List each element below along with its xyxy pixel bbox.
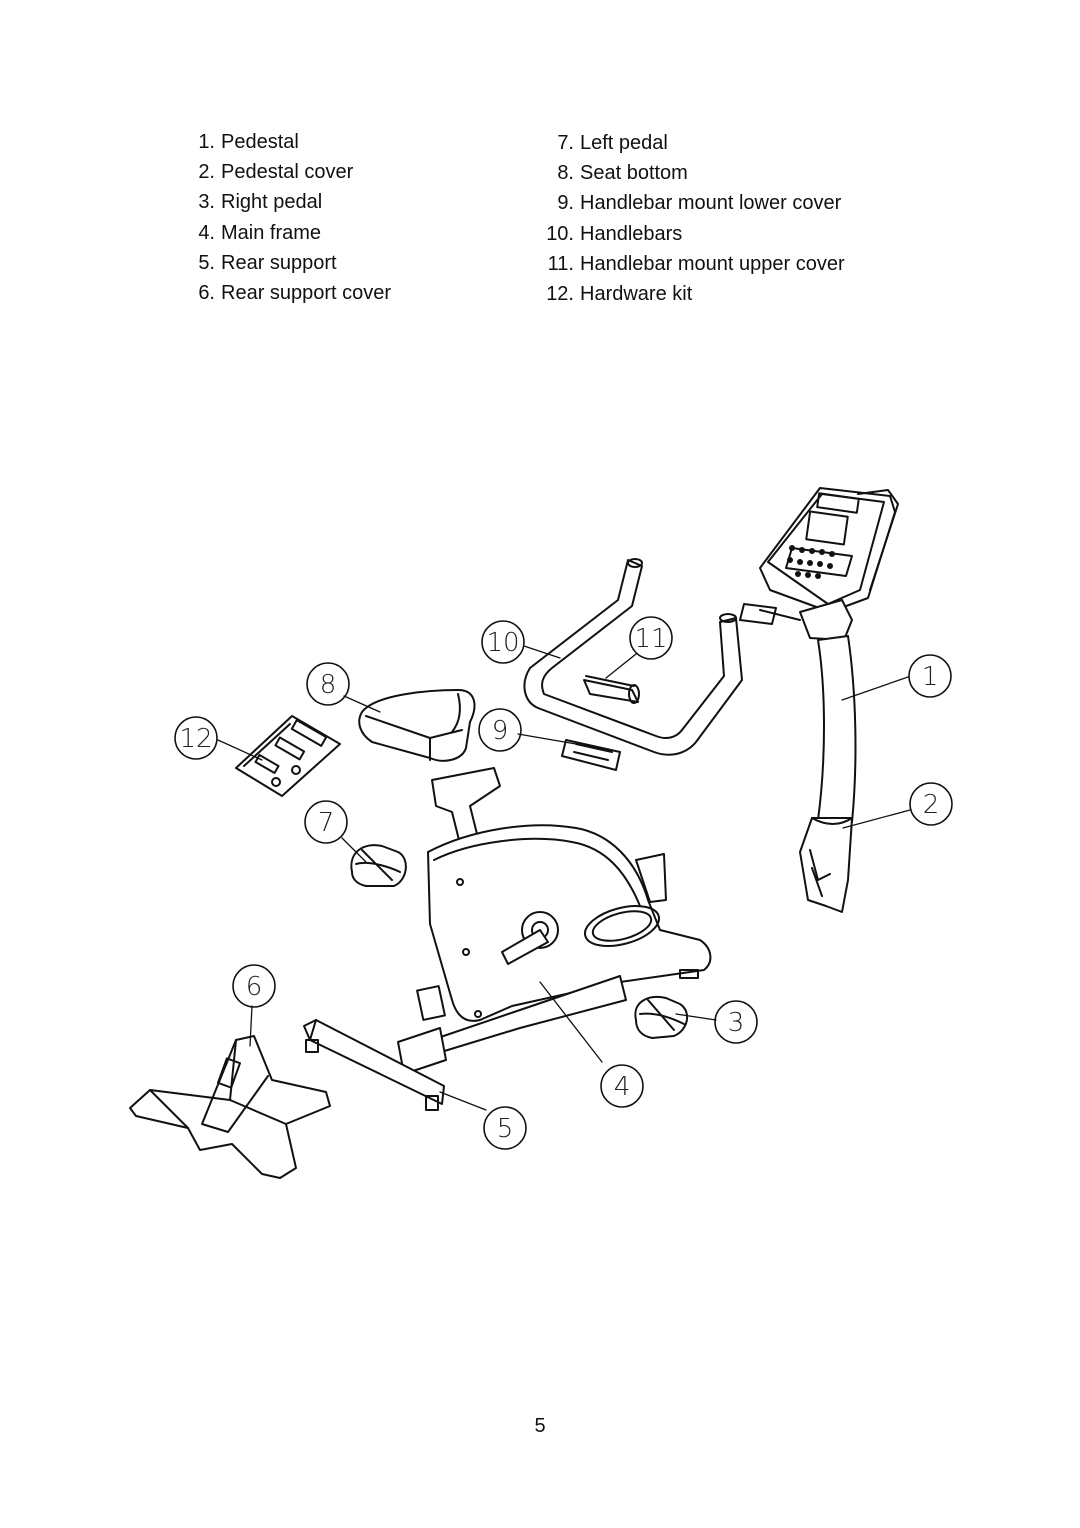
part-item: 2. Pedestal cover bbox=[193, 157, 391, 187]
callout-number: 4 bbox=[614, 1072, 631, 1102]
callout-7: 7 bbox=[304, 800, 348, 844]
callout-2: 2 bbox=[909, 782, 953, 826]
part-number: 3. bbox=[198, 191, 215, 214]
callout-5: 5 bbox=[483, 1106, 527, 1150]
part-item: 9. Handlebar mount lower cover bbox=[541, 188, 845, 218]
part-number: 10. bbox=[546, 222, 574, 245]
callout-3: 3 bbox=[714, 1000, 758, 1044]
part-name: Hardware kit bbox=[580, 283, 693, 306]
part-name: Handlebar mount lower cover bbox=[580, 192, 842, 215]
page-number: 5 bbox=[534, 1415, 546, 1437]
callout-number: 8 bbox=[320, 670, 337, 700]
callout-10: 10 bbox=[481, 620, 525, 664]
part-number: 12. bbox=[546, 283, 574, 306]
callout-number: 3 bbox=[728, 1008, 745, 1038]
callout-number: 9 bbox=[492, 716, 509, 746]
callout-1: 1 bbox=[908, 654, 952, 698]
part-name: Left pedal bbox=[580, 132, 668, 154]
part-name: Handlebars bbox=[580, 222, 683, 245]
part-item: 1. Pedestal bbox=[193, 127, 391, 157]
callout-12: 12 bbox=[174, 716, 218, 760]
callout-9: 9 bbox=[478, 708, 522, 752]
right-pedal-drawing bbox=[634, 996, 689, 1039]
part-number: 2. bbox=[198, 161, 215, 184]
part-name: Pedestal bbox=[221, 131, 299, 153]
parts-list-right: 7. Left pedal 8. Seat bottom 9. Handlebar m… bbox=[541, 128, 845, 309]
part-number: 7. bbox=[557, 132, 574, 154]
part-name: Right pedal bbox=[221, 191, 323, 214]
callout-number: 6 bbox=[246, 972, 263, 1002]
part-item: 3. Right pedal bbox=[193, 187, 391, 217]
part-name: Rear support bbox=[221, 251, 337, 274]
main-frame-drawing bbox=[397, 767, 712, 1075]
part-item: 7. Left pedal bbox=[541, 128, 845, 158]
rear-support-drawing bbox=[303, 1019, 445, 1111]
callout-11: 11 bbox=[629, 616, 673, 660]
callout-4: 4 bbox=[600, 1064, 644, 1108]
part-number: 11. bbox=[547, 252, 574, 275]
pedestal-drawing bbox=[739, 487, 899, 823]
leader-lines bbox=[217, 645, 911, 1111]
part-number: 8. bbox=[557, 162, 574, 185]
part-name: Seat bottom bbox=[580, 162, 688, 185]
callout-number: 1 bbox=[922, 662, 939, 692]
part-name: Main frame bbox=[221, 221, 322, 244]
part-item: 6. Rear support cover bbox=[193, 278, 391, 308]
part-item: 12. Hardware kit bbox=[541, 279, 845, 309]
part-number: 5. bbox=[198, 251, 215, 274]
callout-6: 6 bbox=[232, 964, 276, 1008]
part-item: 8. Seat bottom bbox=[541, 158, 845, 188]
part-item: 5. Rear support bbox=[193, 248, 391, 278]
part-number: 1. bbox=[198, 131, 215, 153]
upper-cover-drawing bbox=[583, 675, 640, 704]
left-pedal-drawing bbox=[350, 844, 407, 887]
part-name: Rear support cover bbox=[221, 282, 392, 305]
callout-number: 7 bbox=[318, 808, 335, 838]
part-number: 9. bbox=[557, 192, 574, 215]
callout-number: 5 bbox=[497, 1114, 514, 1144]
part-name: Pedestal cover bbox=[221, 161, 354, 184]
parts-list-left: 1. Pedestal 2. Pedestal cover 3. Right peda… bbox=[193, 127, 391, 308]
handlebars-drawing bbox=[523, 558, 743, 756]
pedestal-cover-drawing bbox=[799, 817, 853, 913]
part-item: 11. Handlebar mount upper cover bbox=[541, 249, 845, 279]
seat-drawing bbox=[358, 689, 476, 762]
callout-number: 10 bbox=[486, 628, 519, 658]
part-item: 4. Main frame bbox=[193, 218, 391, 248]
part-item: 10. Handlebars bbox=[541, 219, 845, 249]
callout-8: 8 bbox=[306, 662, 350, 706]
callout-number: 11 bbox=[634, 624, 667, 654]
part-number: 6. bbox=[198, 282, 215, 305]
callout-number: 12 bbox=[179, 724, 212, 754]
part-number: 4. bbox=[198, 221, 215, 244]
part-name: Handlebar mount upper cover bbox=[580, 252, 845, 275]
lower-cover-drawing bbox=[561, 739, 621, 771]
hardware-kit-drawing bbox=[235, 715, 341, 797]
rear-support-cover-drawing bbox=[129, 1035, 331, 1179]
callout-number: 2 bbox=[923, 790, 940, 820]
